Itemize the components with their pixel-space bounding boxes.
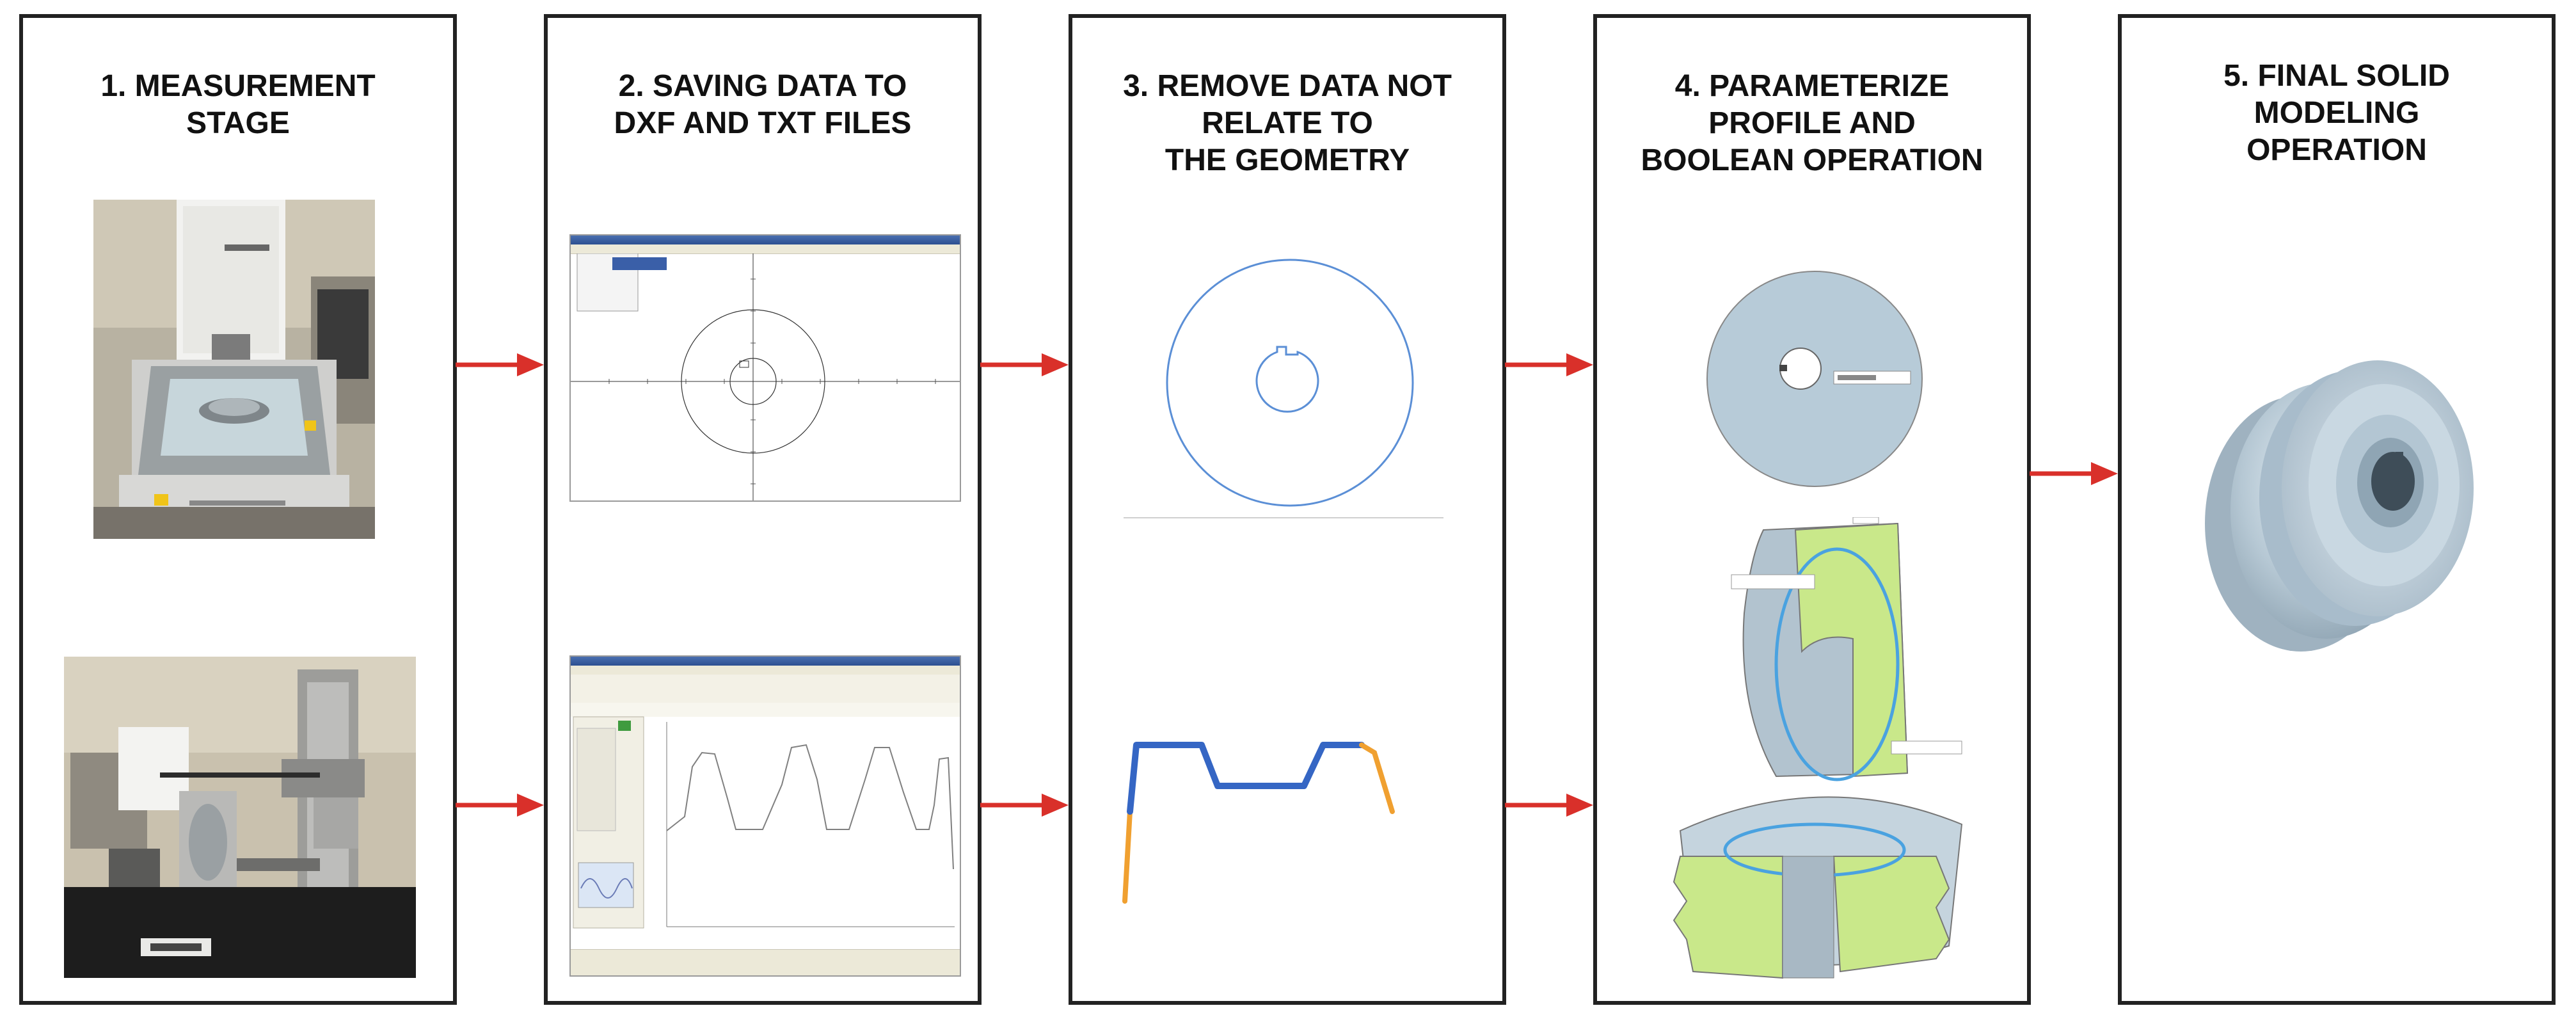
stage-5-panel: 5. FINAL SOLID MODELING OPERATION [2118,14,2556,1005]
arrow-stage3-to-4-top [1505,353,1593,376]
separator-line [1124,517,1443,518]
profile-analysis-screenshot [569,655,961,977]
stage-3-panel: 3. REMOVE DATA NOT RELATE TO THE GEOMETR… [1069,14,1506,1005]
cleaned-profile-drawing [1122,742,1395,904]
cad-viewer-screenshot [569,234,961,502]
stage-2-panel: 2. SAVING DATA TO DXF AND TXT FILES [544,14,982,1005]
parameterized-profile-disc [1706,271,1923,487]
arrow-stage3-to-4-bottom [1505,794,1593,817]
stage-1-panel: 1. MEASUREMENT STAGE [19,14,457,1005]
pulley-3d-model [2205,360,2474,652]
arrow-stage1-to-2-top [456,353,544,376]
arrow-stage2-to-3-top [980,353,1069,376]
stage-4-panel: 4. PARAMETERIZE PROFILE AND BOOLEAN OPER… [1593,14,2031,1005]
window-menu-bar [571,244,960,254]
profilometer-photo [64,657,416,978]
stage-3-title: 3. REMOVE DATA NOT RELATE TO THE GEOMETR… [1123,69,1452,177]
window-title-bar [571,236,960,244]
arrow-stage4-to-5 [2030,462,2118,485]
window-menu-bar [571,666,960,675]
stage-5-title: 5. FINAL SOLID MODELING OPERATION [2223,59,2450,167]
stage-4-title: 4. PARAMETERIZE PROFILE AND BOOLEAN OPER… [1641,69,1984,177]
arrow-stage2-to-3-bottom [980,794,1069,817]
stage-2-title: 2. SAVING DATA TO DXF AND TXT FILES [614,69,912,140]
window-title-bar [571,657,960,666]
measuring-machine-photo [93,200,375,539]
window-toolbar [571,675,960,703]
arrow-stage1-to-2-bottom [456,794,544,817]
stage-1-title: 1. MEASUREMENT STAGE [100,69,376,140]
boolean-cut-model-lower [1673,740,1963,979]
cleaned-contour-drawing [1166,259,1414,507]
window-status-bar [571,949,960,975]
boolean-cut-model-upper [1731,517,1909,781]
